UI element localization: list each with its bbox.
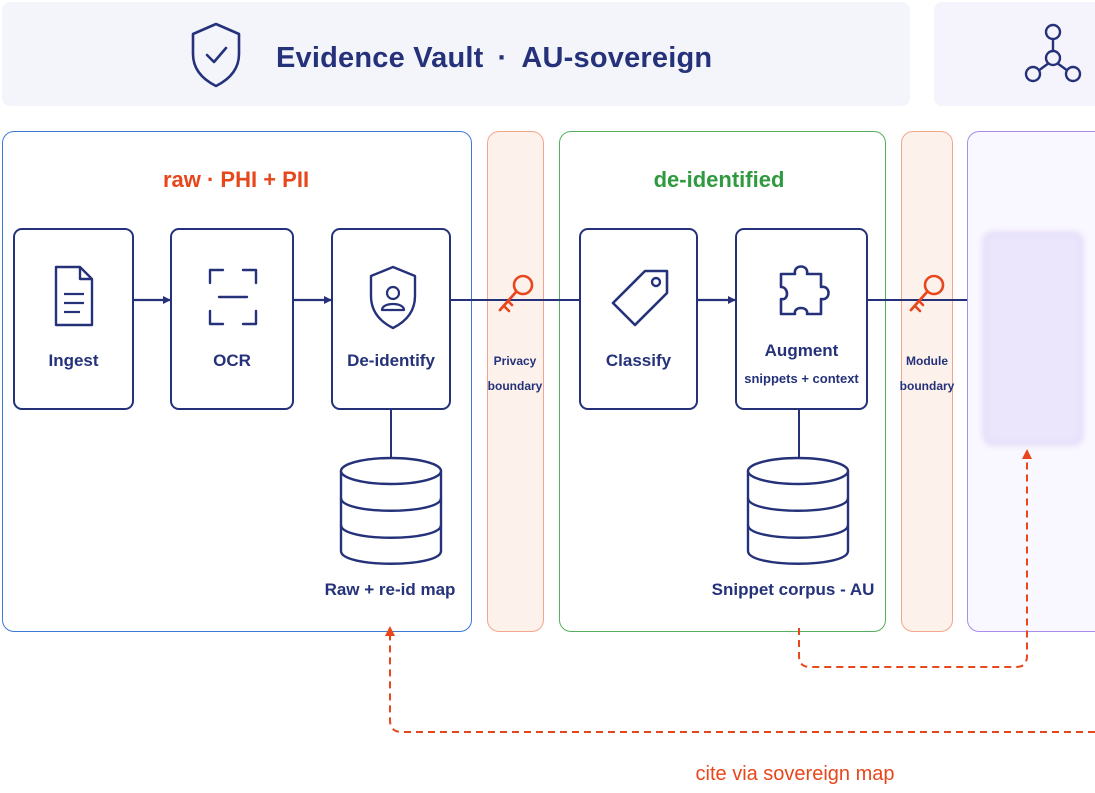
deidentify-node[interactable]: De-identify (331, 228, 451, 410)
puzzle-icon (779, 265, 830, 316)
header-right-panel (934, 2, 1095, 106)
raw-database-icon (339, 456, 443, 565)
augment-node[interactable]: Augment snippets + context (735, 228, 868, 410)
classify-label: Classify (605, 351, 672, 370)
augment-sublabel: snippets + context (744, 371, 859, 386)
module-boundary-line2: boundary (899, 379, 955, 393)
raw-store-label: Raw + re-id map (324, 580, 456, 599)
snippet-database-icon (746, 456, 850, 565)
title-separator: · (497, 42, 508, 74)
privacy-boundary-line1: Privacy (493, 354, 537, 368)
ingest-label: Ingest (48, 351, 99, 370)
classify-node[interactable]: Classify (579, 228, 698, 410)
snippet-store-label: Snippet corpus - AU (711, 580, 875, 599)
key-icon (498, 274, 534, 313)
augment-label: Augment (764, 341, 839, 360)
network-hub-icon (1024, 23, 1082, 83)
page-title: Evidence Vault · AU-sovereign (276, 42, 712, 75)
privacy-boundary-label: Privacy boundary (488, 349, 543, 399)
title-text: Evidence Vault (276, 42, 484, 74)
snippet-to-output-path (798, 449, 1032, 668)
module-boundary-label: Module boundary (900, 349, 955, 399)
tag-icon (611, 269, 669, 327)
ocr-node[interactable]: OCR (170, 228, 294, 410)
header-bar (2, 2, 910, 106)
key-icon (909, 274, 945, 313)
privacy-boundary-zone (487, 131, 544, 632)
raw-zone-label: raw · PHI + PII (162, 167, 310, 192)
ocr-label: OCR (213, 351, 251, 370)
document-icon (54, 265, 94, 327)
shield-check-icon (191, 22, 241, 88)
scan-icon (208, 268, 258, 326)
deidentified-zone-label: de-identified (653, 167, 785, 192)
cite-caption: cite via sovereign map (695, 763, 895, 785)
blurred-output-card (983, 232, 1083, 445)
title-subtitle: AU-sovereign (521, 42, 713, 74)
deidentify-label: De-identify (347, 351, 435, 370)
raw-zone (2, 131, 472, 632)
module-boundary-zone (901, 131, 953, 632)
shield-user-icon (369, 265, 417, 330)
deidentified-zone (559, 131, 886, 632)
ingest-node[interactable]: Ingest (13, 228, 134, 410)
privacy-boundary-line2: boundary (487, 379, 543, 393)
module-boundary-line1: Module (905, 354, 948, 368)
sovereign-cite-path (385, 626, 1095, 733)
